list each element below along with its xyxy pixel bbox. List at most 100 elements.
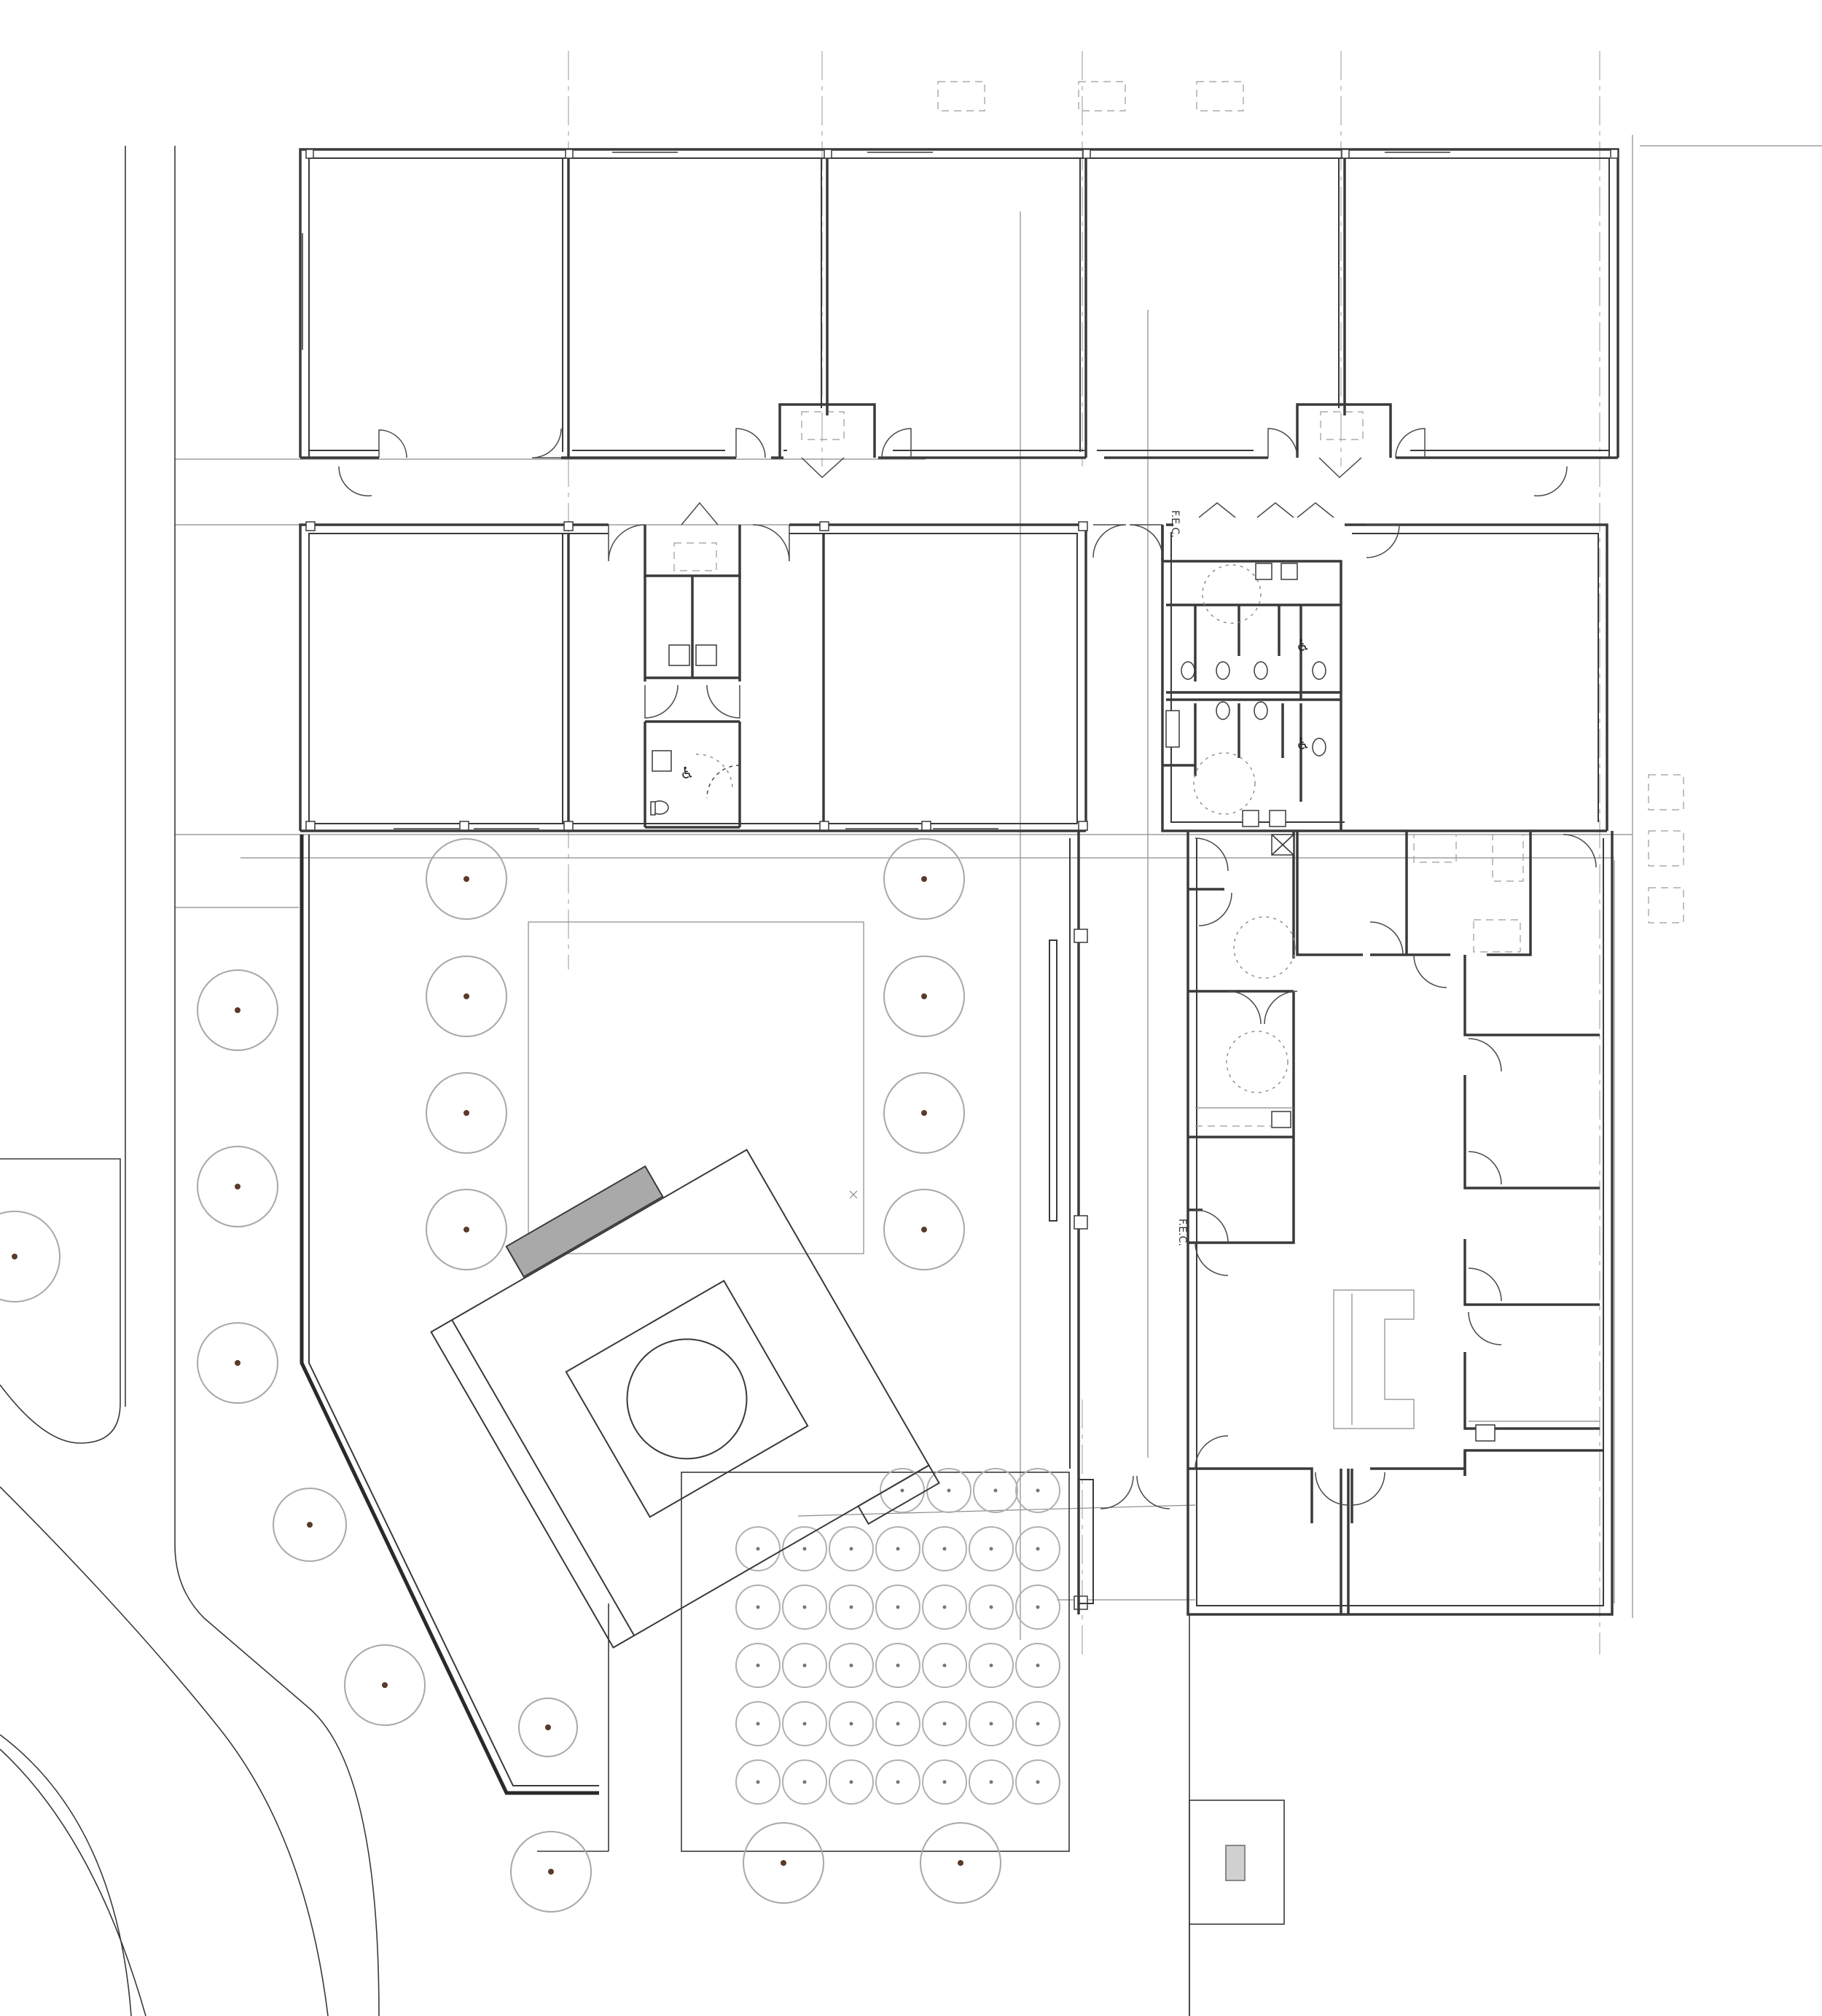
planter-tree: [1015, 1759, 1060, 1805]
planter-tree: [782, 1643, 827, 1688]
sink-icon: [1475, 1424, 1495, 1442]
planter-dot: [896, 1547, 900, 1551]
planter-tree: [875, 1759, 920, 1805]
southeast-wing: [1049, 831, 1614, 1616]
planter-tree: [973, 1468, 1018, 1513]
tree-icon: [197, 969, 278, 1051]
toilet-icon: [1216, 701, 1230, 720]
planter-tree: [1015, 1701, 1060, 1746]
tree-trunk: [958, 1860, 963, 1866]
planter-tree: [829, 1759, 874, 1805]
planter-tree: [875, 1585, 920, 1630]
planter-tree: [969, 1643, 1014, 1688]
planter-dot: [802, 1663, 807, 1668]
planter-dot: [993, 1488, 998, 1493]
marker-x: [849, 1190, 858, 1199]
planter-tree: [782, 1759, 827, 1805]
planter-dot: [942, 1780, 947, 1784]
planter-tree: [829, 1585, 874, 1630]
tree-trunk: [235, 1184, 241, 1189]
sink-icon: [1281, 563, 1298, 580]
toilet-icon: [1254, 661, 1268, 680]
planter-tree: [829, 1526, 874, 1571]
fec-label-north: F.E.C.: [1169, 510, 1181, 538]
planter-dot: [896, 1605, 900, 1609]
sink-icon: [1269, 810, 1286, 827]
lawn-area: [528, 921, 864, 1254]
planter-dot: [989, 1780, 993, 1784]
planter-tree: [969, 1701, 1014, 1746]
tree-icon: [510, 1831, 592, 1913]
sink-icon: [695, 644, 717, 666]
tree-trunk: [921, 993, 927, 999]
sink-icon: [1271, 1111, 1291, 1128]
sink-icon: [652, 750, 672, 772]
plumbing-fixtures: [650, 563, 1600, 1442]
wheelchair-icon: ♿: [1296, 637, 1310, 655]
tree-icon: [344, 1644, 426, 1726]
planter-dot: [756, 1547, 760, 1551]
doors-north: [338, 428, 1568, 497]
planter-tree: [875, 1701, 920, 1746]
tree-trunk: [12, 1254, 17, 1259]
planter-tree: [1015, 1526, 1060, 1571]
planter-tree: [969, 1585, 1014, 1630]
planter-dot: [802, 1780, 807, 1784]
tree-trunk: [235, 1007, 241, 1013]
tree-trunk: [464, 1110, 469, 1116]
sink-icon: [1242, 810, 1259, 827]
planter-tree: [735, 1643, 781, 1688]
planter-dot: [942, 1663, 947, 1668]
planter-dot: [942, 1547, 947, 1551]
planter-dot: [849, 1605, 853, 1609]
planter-tree: [1015, 1643, 1060, 1688]
planter-tree: [1015, 1468, 1060, 1513]
tree-icon: [273, 1488, 347, 1562]
tree-group: [0, 838, 1001, 1913]
planter-dot: [989, 1547, 993, 1551]
planter-dot: [1036, 1547, 1040, 1551]
tree-trunk: [548, 1869, 554, 1875]
planter-dot: [802, 1722, 807, 1726]
planter-tree: [829, 1643, 874, 1688]
tree-trunk: [235, 1360, 241, 1366]
tree-trunk: [464, 993, 469, 999]
tree-trunk: [464, 876, 469, 882]
east-wing: [1161, 523, 1608, 832]
planter-dot: [1036, 1663, 1040, 1668]
planter-dot: [942, 1605, 947, 1609]
tree-icon: [743, 1822, 824, 1904]
fec-label-lobby: F.E.C.: [1176, 1219, 1188, 1246]
toilet-icon: [1254, 701, 1268, 720]
planter-dot: [1036, 1488, 1040, 1493]
planter-dot: [802, 1605, 807, 1609]
planter-tree: [922, 1643, 967, 1688]
tree-icon: [426, 1189, 507, 1270]
planter-dot: [802, 1547, 807, 1551]
sink-icon: [1255, 563, 1272, 580]
planter-dot: [756, 1605, 760, 1609]
turning-circles: [695, 564, 1296, 1093]
planter-dot: [849, 1663, 853, 1668]
planter-tree: [782, 1526, 827, 1571]
tree-icon: [883, 838, 965, 920]
toilet-icon: [1181, 661, 1195, 680]
tree-trunk: [307, 1522, 313, 1528]
planter-tree: [969, 1526, 1014, 1571]
tree-icon: [426, 838, 507, 920]
planter-tree: [735, 1526, 781, 1571]
planter-dot: [1036, 1780, 1040, 1784]
planter-tree: [922, 1701, 967, 1746]
tree-icon: [883, 1072, 965, 1154]
pavilion: [430, 1149, 940, 1649]
planter-tree: [875, 1643, 920, 1688]
tree-icon: [518, 1697, 578, 1757]
planter-dot: [756, 1780, 760, 1784]
planter-dot: [756, 1722, 760, 1726]
tree-trunk: [781, 1860, 786, 1866]
courtyard-wall: [300, 835, 599, 1795]
tree-trunk: [545, 1724, 551, 1730]
planter-dot: [896, 1722, 900, 1726]
planter-tree: [829, 1701, 874, 1746]
dashed-rectangles: [673, 81, 1684, 953]
